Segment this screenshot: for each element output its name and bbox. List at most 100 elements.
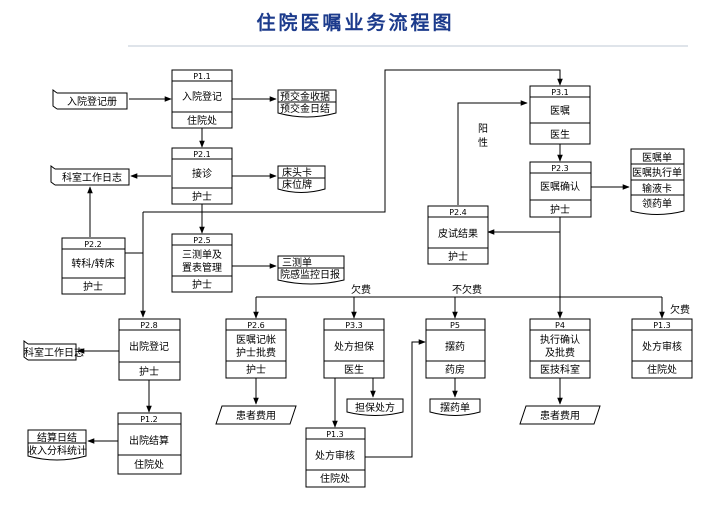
svg-text:输液卡: 输液卡 <box>642 182 672 195</box>
svg-text:医嘱单: 医嘱单 <box>642 152 672 164</box>
label-positive-2: 性 <box>478 136 488 149</box>
doc-patient-fee-1: 患者费用 <box>215 405 297 425</box>
svg-text:及批费: 及批费 <box>545 346 575 359</box>
arrow-p2-4-to-p3-1 <box>457 100 528 205</box>
process-p1-3-audit-bottom: P1.3 处方审核 住院处 <box>305 427 366 488</box>
process-p2-1: P2.1 接诊 护士 <box>171 147 233 205</box>
svg-text:领药单: 领药单 <box>642 197 672 210</box>
svg-text:入院登记册: 入院登记册 <box>67 95 117 108</box>
svg-text:结算日结: 结算日结 <box>37 431 77 444</box>
svg-text:P1.3: P1.3 <box>326 430 344 439</box>
svg-text:接诊: 接诊 <box>192 167 212 180</box>
svg-text:入院登记: 入院登记 <box>182 90 222 103</box>
label-positive-1: 阳 <box>478 123 488 135</box>
process-p1-3-audit-right: P1.3 处方审核 住院处 <box>631 318 693 379</box>
process-p2-6: P2.6 医嘱记帐 护士批费 护士 <box>225 318 287 379</box>
svg-text:医嘱: 医嘱 <box>550 105 570 117</box>
doc-settlement: 结算日结 收入分科统计 <box>27 429 87 461</box>
svg-text:科室工作日志: 科室工作日志 <box>62 171 122 184</box>
documents: 预交金收据 预交金日结 床头卡 床位牌 三测单 院感监控日报 医嘱单 医嘱执行单… <box>27 89 685 461</box>
svg-text:预交金日结: 预交金日结 <box>280 102 330 115</box>
svg-text:P1.1: P1.1 <box>193 72 211 81</box>
svg-text:转科/转床: 转科/转床 <box>71 257 114 270</box>
svg-text:药房: 药房 <box>445 363 465 376</box>
svg-text:P3.1: P3.1 <box>551 88 569 97</box>
process-p2-5: P2.5 三测单及 置表管理 护士 <box>171 233 233 293</box>
svg-text:护士批费: 护士批费 <box>236 346 276 359</box>
svg-text:预交金收据: 预交金收据 <box>280 90 330 103</box>
svg-text:皮试结果: 皮试结果 <box>438 227 478 240</box>
svg-text:住院处: 住院处 <box>320 472 350 485</box>
svg-text:住院处: 住院处 <box>134 458 164 471</box>
process-p2-8: P2.8 出院登记 护士 <box>118 318 181 381</box>
svg-text:摆药单: 摆药单 <box>440 401 470 414</box>
svg-text:P5: P5 <box>450 321 460 330</box>
svg-text:住院处: 住院处 <box>187 114 217 127</box>
doc-dispense: 摆药单 <box>429 398 481 416</box>
svg-text:床头卡: 床头卡 <box>282 166 312 179</box>
svg-text:医生: 医生 <box>550 128 570 141</box>
svg-text:出院结算: 出院结算 <box>129 434 169 447</box>
doc-orders: 医嘱单 医嘱执行单 输液卡 领药单 <box>630 148 685 215</box>
page-title: 住院医嘱业务流程图 <box>256 12 455 34</box>
svg-text:置表管理: 置表管理 <box>182 261 222 274</box>
arrow-p1-3b-to-p5 <box>365 339 426 458</box>
process-p2-2: P2.2 转科/转床 护士 <box>61 237 126 295</box>
entity-ward-log-2: 科室工作日志 <box>23 340 84 361</box>
svg-text:三测单: 三测单 <box>282 256 312 269</box>
process-p4: P4 执行确认 及批费 医技科室 <box>529 318 591 379</box>
external-entities: 入院登记册 科室工作日志 科室工作日志 <box>23 89 130 361</box>
svg-text:医嘱记帐: 医嘱记帐 <box>236 333 276 346</box>
svg-text:医技科室: 医技科室 <box>540 363 580 376</box>
svg-text:P4: P4 <box>555 321 565 330</box>
svg-text:护士: 护士 <box>246 363 266 376</box>
svg-text:处方担保: 处方担保 <box>334 340 374 353</box>
svg-text:P2.6: P2.6 <box>247 321 265 330</box>
arrow-trunk-to-p3-1 <box>143 69 563 213</box>
svg-text:医嘱执行单: 医嘱执行单 <box>632 166 682 179</box>
svg-text:住院处: 住院处 <box>647 363 677 376</box>
svg-text:出院登记: 出院登记 <box>129 340 169 353</box>
svg-text:处方审核: 处方审核 <box>315 449 355 462</box>
svg-text:患者费用: 患者费用 <box>540 409 580 422</box>
process-p2-3: P2.3 医嘱确认 护士 <box>529 161 592 218</box>
doc-deposit: 预交金收据 预交金日结 <box>277 89 337 118</box>
entity-admission-register: 入院登记册 <box>52 89 128 110</box>
svg-text:担保处方: 担保处方 <box>355 401 395 414</box>
svg-text:P2.1: P2.1 <box>193 150 211 159</box>
doc-guarantee: 担保处方 <box>346 398 404 416</box>
svg-text:P1.2: P1.2 <box>140 415 158 424</box>
svg-text:科室工作日志: 科室工作日志 <box>24 346 84 359</box>
svg-text:护士: 护士 <box>83 280 103 293</box>
connectors <box>77 69 665 458</box>
svg-text:P1.3: P1.3 <box>653 321 671 330</box>
svg-text:护士: 护士 <box>448 250 468 263</box>
process-p1-1: P1.1 入院登记 住院处 <box>171 69 233 129</box>
svg-text:院感监控日报: 院感监控日报 <box>280 268 340 281</box>
doc-threechart: 三测单 院感监控日报 <box>277 255 345 285</box>
svg-text:护士: 护士 <box>550 203 570 216</box>
edge-labels: 阳 性 欠费 不欠费 欠费 <box>351 123 690 316</box>
svg-text:三测单及: 三测单及 <box>182 248 222 261</box>
svg-text:护士: 护士 <box>192 278 212 291</box>
entity-ward-log-1: 科室工作日志 <box>50 165 130 186</box>
svg-text:床位牌: 床位牌 <box>282 178 312 191</box>
title-divider <box>128 45 688 47</box>
svg-text:患者费用: 患者费用 <box>236 409 276 422</box>
svg-text:护士: 护士 <box>192 190 212 203</box>
svg-text:护士: 护士 <box>139 365 159 378</box>
processes: P1.1 入院登记 住院处 P2.1 接诊 护士 P2.2 转科/转床 护士 P… <box>61 69 693 488</box>
svg-text:P3.3: P3.3 <box>345 321 363 330</box>
svg-text:医生: 医生 <box>344 363 364 376</box>
label-not-owe: 不欠费 <box>452 283 482 296</box>
line-p2-2-to-trunk <box>125 212 144 254</box>
label-owe-1: 欠费 <box>351 283 371 296</box>
svg-text:P2.8: P2.8 <box>140 321 158 330</box>
process-p3-3: P3.3 处方担保 医生 <box>323 318 385 379</box>
label-owe-2: 欠费 <box>670 303 690 316</box>
svg-text:执行确认: 执行确认 <box>540 333 580 346</box>
process-p1-2: P1.2 出院结算 住院处 <box>117 412 182 475</box>
svg-text:P2.2: P2.2 <box>84 240 102 249</box>
svg-text:P2.3: P2.3 <box>551 164 569 173</box>
